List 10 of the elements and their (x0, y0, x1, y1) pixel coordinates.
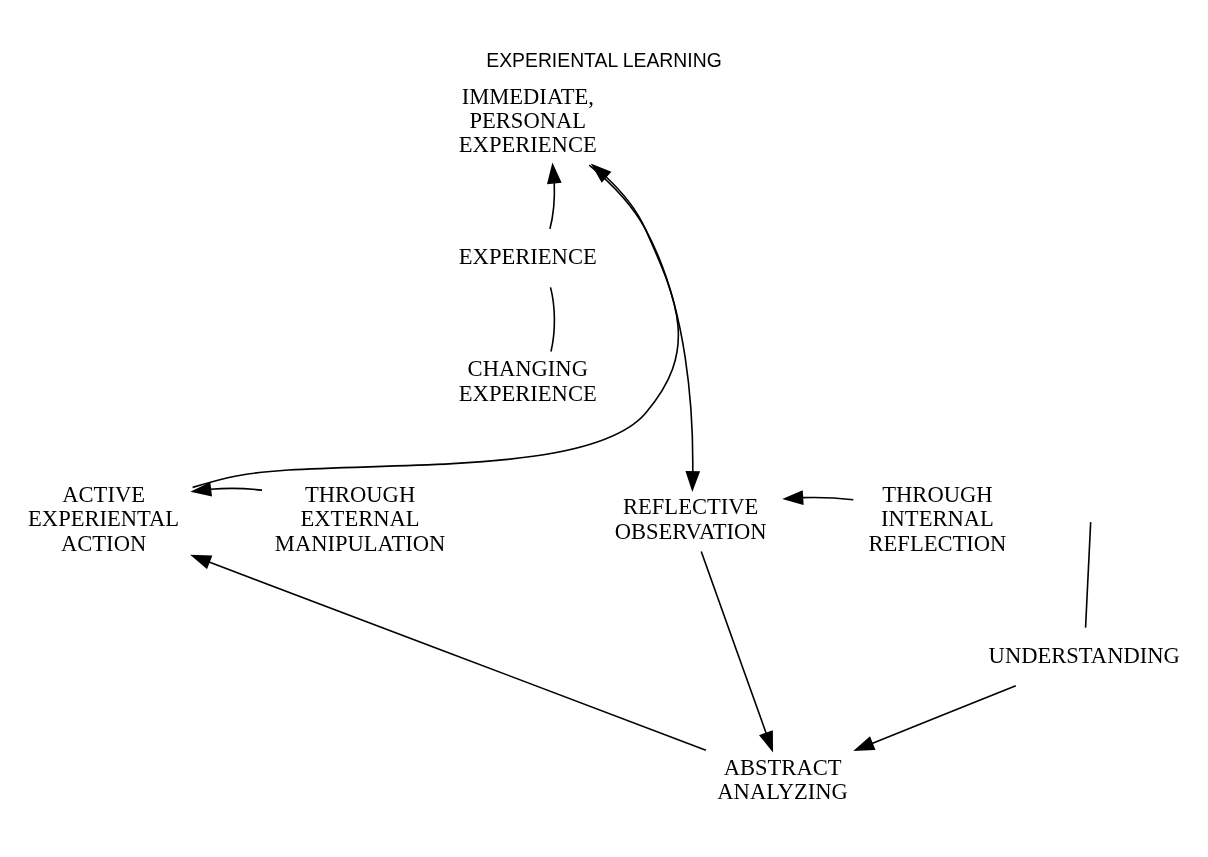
node-text: EXPERIENCE (458, 244, 597, 270)
node-text: ACTIVE EXPERIENTAL ACTION (28, 482, 180, 556)
node-text: UNDERSTANDING (988, 642, 1180, 668)
node-text: CHANGING EXPERIENCE (458, 356, 597, 406)
node-text: THROUGH EXTERNAL MANIPULATION (274, 482, 446, 556)
node-text: REFLECTIVE OBSERVATION (614, 494, 767, 544)
diagram-title: EXPERIENTAL LEARNING (486, 49, 722, 72)
node-text: IMMEDIATE, PERSONAL EXPERIENCE (458, 83, 597, 158)
node-text: THROUGH INTERNAL REFLECTION (868, 482, 1007, 556)
node-text: ABSTRACT ANALYZING (717, 754, 848, 804)
